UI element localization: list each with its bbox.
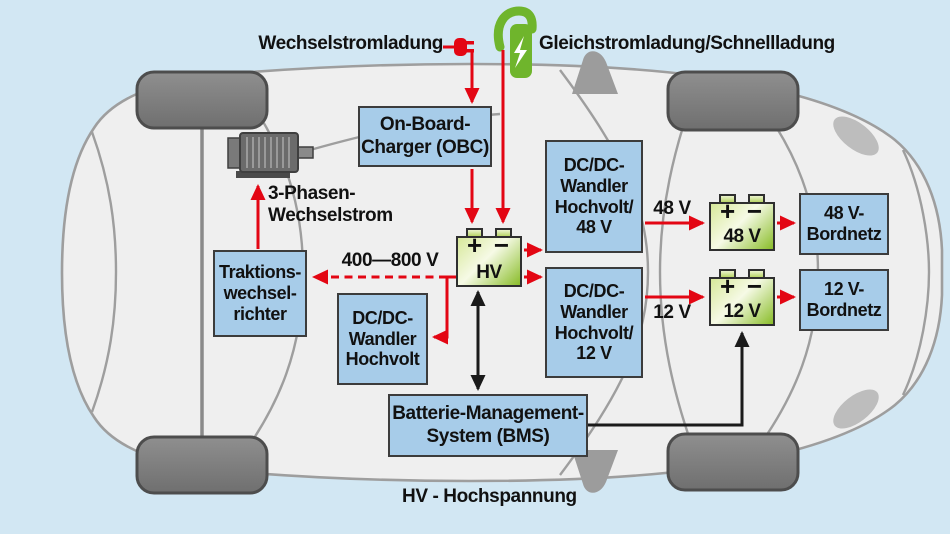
headlight-top: [833, 116, 879, 156]
obc-box: On-Board- Charger (OBC): [358, 106, 492, 167]
wheel-rear-left: [135, 435, 269, 495]
traction-inverter-box: Traktions- wechsel- richter: [213, 250, 307, 337]
hv-range-label: 400—800 V: [341, 250, 439, 271]
battery-terminal: [748, 269, 765, 279]
roof-front-line: [559, 69, 650, 476]
side-mirror-bottom: [572, 450, 618, 493]
48v-bordnetz-box: 48 V- Bordnetz: [799, 193, 889, 255]
dcdc-12v-box: DC/DC- Wandler Hochvolt/ 12 V: [545, 267, 643, 378]
dcdc-hochvolt-box: DC/DC- Wandler Hochvolt: [337, 293, 428, 385]
12v-battery: + − 12 V: [709, 269, 775, 326]
three-phase-ac-label: 3-Phasen- Wechselstrom: [268, 183, 393, 227]
front-bumper-line: [901, 149, 931, 396]
minus-sign: −: [746, 196, 762, 226]
wiring: [250, 50, 796, 427]
battery-label: 12 V: [723, 301, 761, 322]
minus-sign: −: [746, 271, 762, 301]
12v-bordnetz-box: 12 V- Bordnetz: [799, 269, 889, 331]
windshield-line: [658, 77, 702, 468]
dc-charging-label: Gleichstromladung/Schnellladung: [539, 33, 835, 54]
plus-sign: +: [467, 230, 483, 260]
rear-line: [90, 131, 118, 413]
plus-sign: +: [720, 196, 736, 226]
dc-plug-icon: [493, 6, 537, 78]
plus-sign: +: [720, 271, 736, 301]
battery-label: HV: [476, 262, 502, 283]
hv-battery: + − HV: [456, 228, 522, 287]
wheel-front-left: [135, 70, 269, 130]
wheel-front-right: [666, 70, 800, 132]
battery-terminal: [719, 194, 736, 204]
48v-wire-label: 48 V: [653, 198, 691, 219]
battery-terminal: [719, 269, 736, 279]
motor-icon: [227, 132, 314, 178]
battery-terminal: [495, 228, 512, 238]
arrow-bms-to-b12: [588, 331, 750, 427]
arrow-hv-to-dcdc-hochvolt: [432, 277, 449, 345]
bms-box: Batterie-Management- System (BMS): [388, 394, 588, 457]
battery-label: 48 V: [723, 226, 761, 247]
headlight-bottom: [833, 389, 879, 429]
battery-terminal: [748, 194, 765, 204]
ac-charging-label: Wechselstromladung: [258, 33, 443, 54]
side-mirror-top: [572, 51, 618, 94]
minus-sign: −: [493, 230, 509, 260]
dcdc-48v-box: DC/DC- Wandler Hochvolt/ 48 V: [545, 140, 643, 253]
wheel-rear-right: [666, 432, 800, 492]
48v-battery: + − 48 V: [709, 194, 775, 251]
ac-plug-icon: [443, 38, 474, 56]
12v-wire-label: 12 V: [653, 302, 691, 323]
lightning-bolt-icon: [514, 36, 527, 68]
battery-terminal: [466, 228, 483, 238]
hv-caption: HV - Hochspannung: [402, 486, 577, 507]
